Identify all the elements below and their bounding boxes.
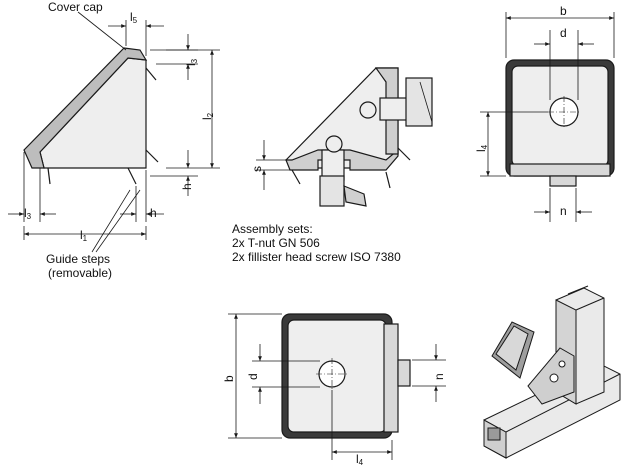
dim-l4v-letter: l <box>474 149 488 152</box>
dim-l3b-sub: 3 <box>26 212 32 221</box>
guide-steps-note: (removable) <box>48 266 113 280</box>
dim-n-top: n <box>560 204 567 218</box>
dim-l3-vertical: l3 <box>184 59 202 66</box>
dim-h-right: h <box>180 183 194 190</box>
dim-l3v-sub: 3 <box>190 58 199 64</box>
dim-l4v-sub: 4 <box>480 144 489 150</box>
dim-l3-bottom: l3 <box>24 206 31 224</box>
dim-d-top: d <box>560 26 567 40</box>
dim-b-bottom: b <box>222 375 236 382</box>
dim-h-bottom: h <box>150 206 157 220</box>
dim-l4-horizontal: l4 <box>356 452 363 470</box>
dim-s: s <box>250 166 264 172</box>
dim-l5-letter: l <box>130 10 133 24</box>
dim-l2-sub: 2 <box>206 112 215 118</box>
side-view-dimensions <box>8 11 220 253</box>
dim-l5: l5 <box>130 10 137 28</box>
dim-l4-vertical: l4 <box>474 145 492 152</box>
dim-l2-letter: l <box>200 117 214 120</box>
guide-steps-label: Guide steps <box>46 252 111 266</box>
dim-l1-sub: 1 <box>82 234 88 243</box>
dim-l2: l2 <box>200 113 218 120</box>
side-view <box>23 47 159 185</box>
section-view <box>285 67 433 207</box>
assembly-line-1: 2x T-nut GN 506 <box>232 236 320 250</box>
dim-l5-sub: 5 <box>132 16 138 25</box>
assembly-illustration <box>483 285 621 459</box>
dim-b-top: b <box>560 4 567 18</box>
front-view <box>505 59 615 187</box>
dim-n-bottom: n <box>432 373 446 380</box>
bottom-view-dimensions <box>228 313 446 460</box>
dim-l3v-letter: l <box>184 63 198 66</box>
section-view-dimensions <box>256 140 290 190</box>
dim-d-bottom: d <box>246 373 260 380</box>
dim-l4h-sub: 4 <box>358 458 364 467</box>
bottom-view <box>281 313 411 439</box>
dim-l1-letter: l <box>80 228 83 242</box>
assembly-title: Assembly sets: <box>232 222 313 236</box>
assembly-line-2: 2x fillister head screw ISO 7380 <box>232 250 401 264</box>
dim-l4h-letter: l <box>356 452 359 466</box>
dim-l3b-letter: l <box>24 206 27 220</box>
front-view-dimensions <box>480 12 615 222</box>
dim-l1: l1 <box>80 228 87 246</box>
cover-cap-label: Cover cap <box>48 0 103 14</box>
